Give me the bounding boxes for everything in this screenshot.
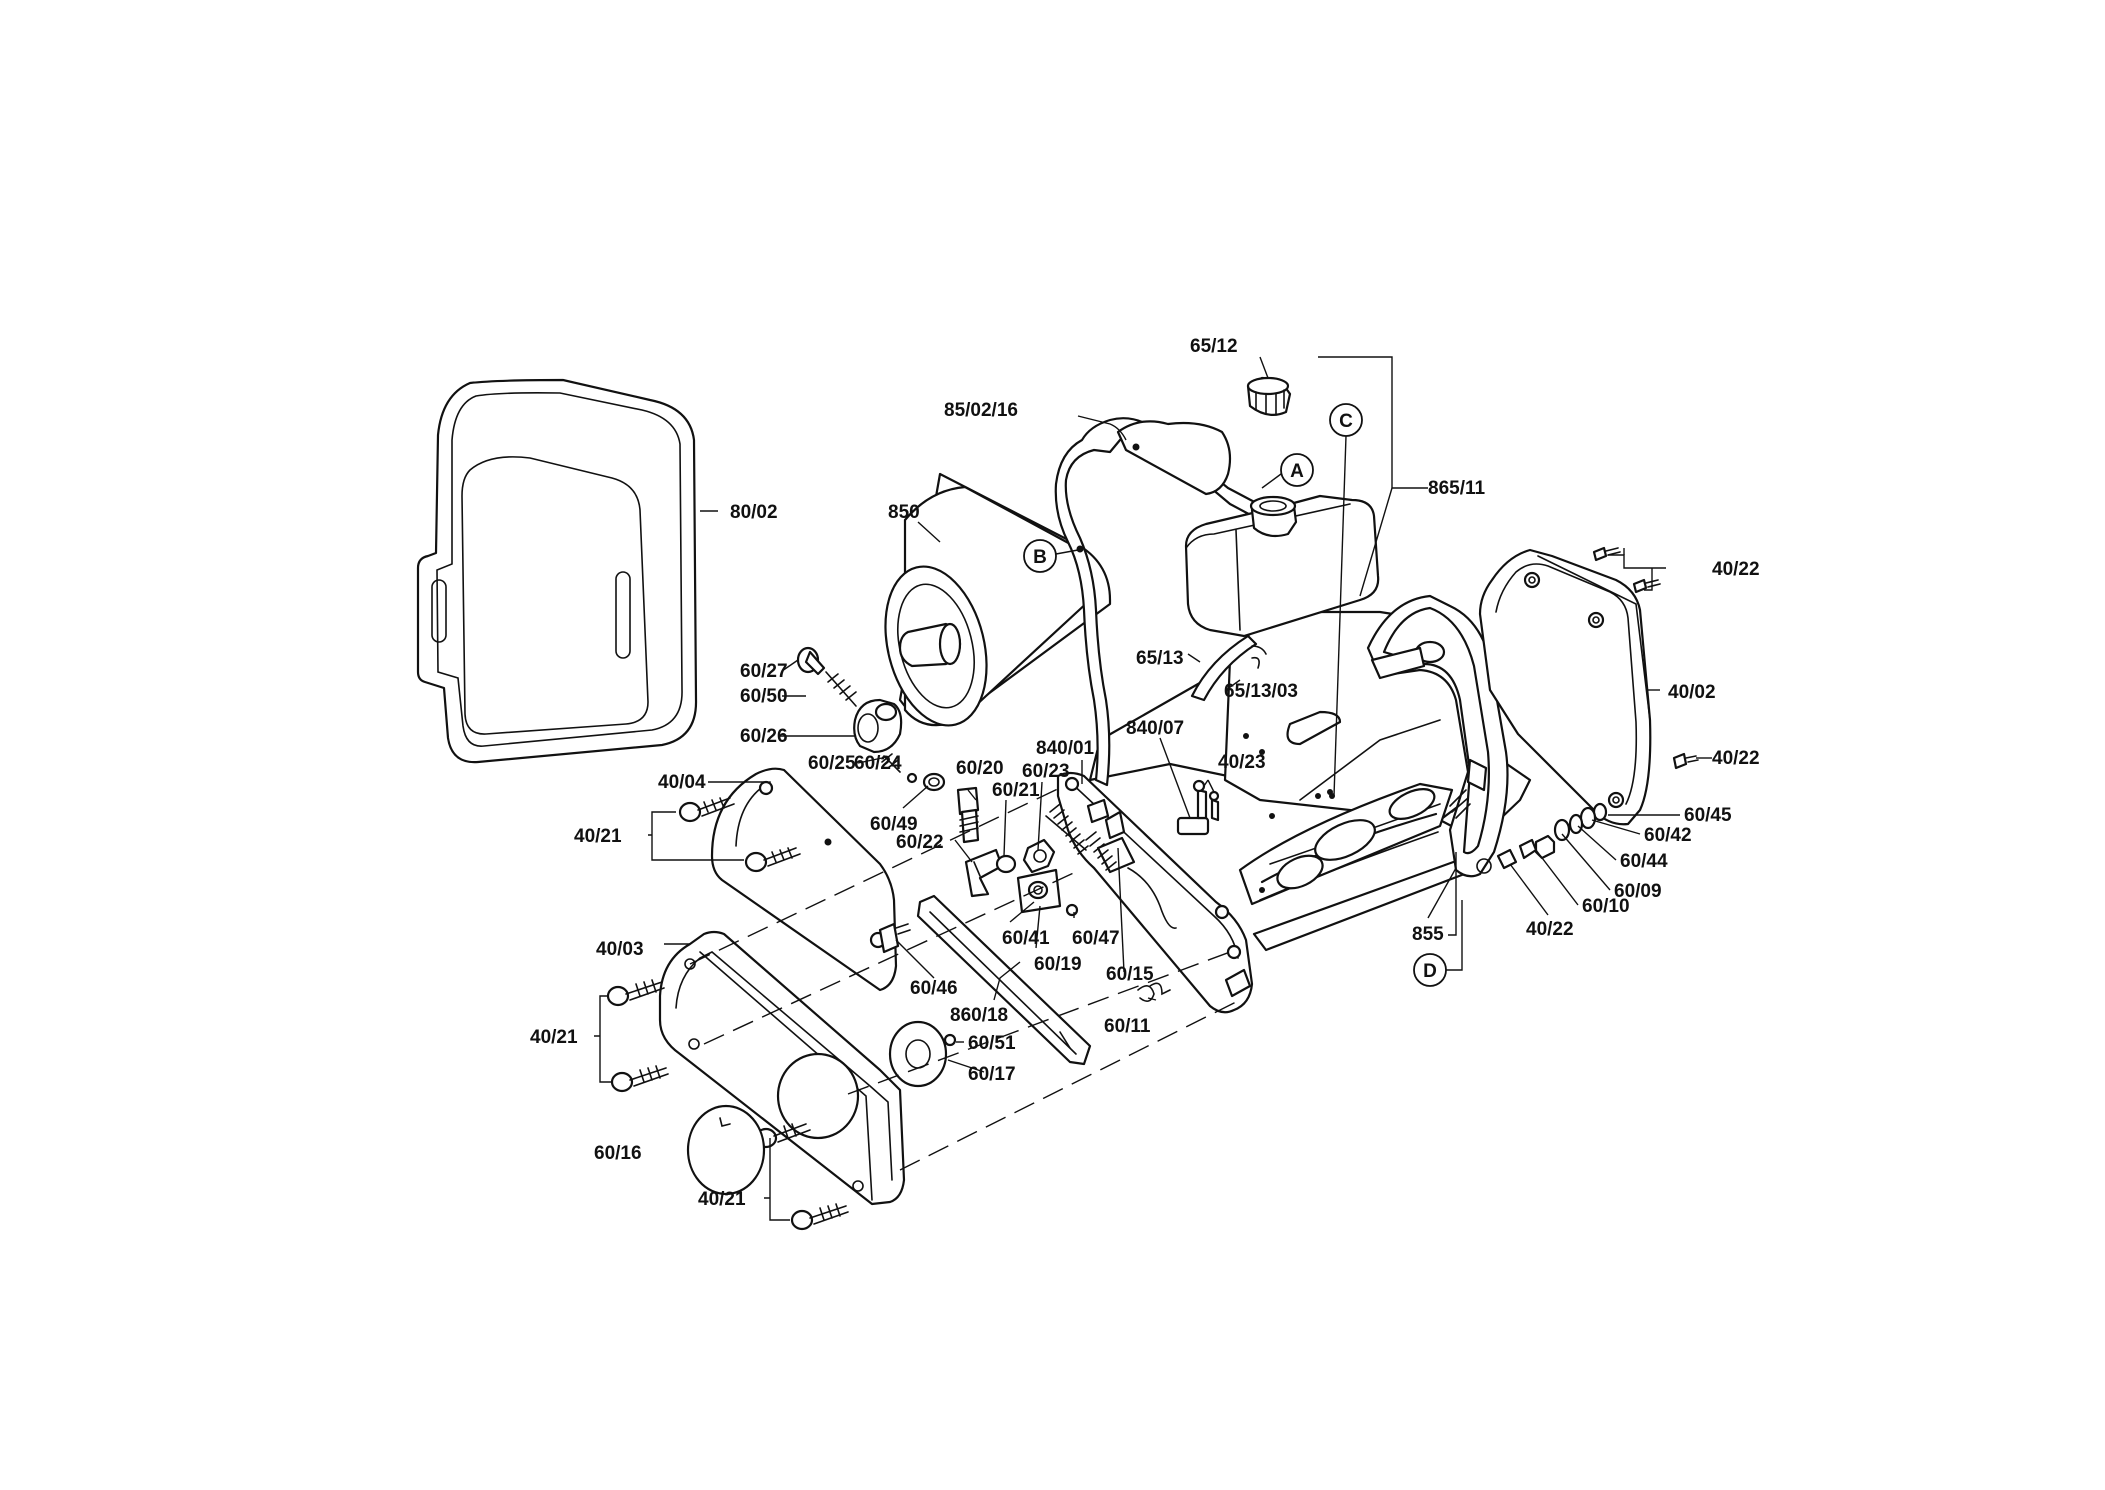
label-60-44: 60/44: [1620, 851, 1668, 872]
disc-60-16: [686, 1104, 766, 1196]
label-850: 850: [888, 502, 920, 523]
bolt-60-20: [956, 786, 980, 844]
label-60-49: 60/49: [870, 814, 918, 835]
label-85-02-16: 85/02/16: [944, 400, 1018, 421]
label-855: 855: [1412, 924, 1444, 945]
label-60-21: 60/21: [992, 780, 1040, 801]
small-washer-60-47: [1065, 903, 1079, 917]
outer-cover-40-03: [658, 930, 906, 1206]
label-60-47: 60/47: [1072, 928, 1120, 949]
leader-lines: [594, 356, 1712, 1221]
label-60-09: 60/09: [1614, 881, 1662, 902]
callout-b: B: [1023, 539, 1079, 573]
frame-assembly: [1054, 376, 1532, 952]
part-labels: 65/12 85/02/16 865/11 80/02 850 40/22 40…: [530, 336, 1760, 1210]
callout-c: C: [1329, 403, 1363, 799]
adjuster-knob-60-26: [853, 698, 903, 754]
label-40-03: 40/03: [596, 939, 644, 960]
screw-60-27: [796, 646, 857, 707]
label-40-22-a: 40/22: [1712, 559, 1760, 580]
inner-cover-40-04: [710, 767, 911, 992]
label-865-11: 865/11: [1428, 478, 1485, 499]
left-side-plate: [1056, 771, 1254, 1014]
label-40-21-c: 40/21: [698, 1189, 746, 1210]
washer-60-17: [888, 1020, 957, 1088]
label-60-11: 60/11: [1104, 1016, 1151, 1037]
screws-40-21-upper: [678, 797, 801, 873]
label-65-13: 65/13: [1136, 648, 1184, 669]
label-40-21-b: 40/21: [530, 1027, 578, 1048]
label-40-02: 40/02: [1668, 682, 1716, 703]
screw-40-22-lower: [1672, 752, 1699, 770]
callout-a: A: [1261, 453, 1314, 489]
label-60-24: 60/24: [854, 753, 902, 774]
label-60-26: 60/26: [740, 726, 788, 747]
svg-text:D: D: [1423, 961, 1437, 982]
grass-box-80-02: [416, 378, 698, 764]
label-60-42: 60/42: [1644, 825, 1692, 846]
label-860-18: 860/18: [950, 1005, 1008, 1026]
small-parts-60-25-60-24: [881, 753, 946, 792]
svg-text:A: A: [1290, 461, 1304, 482]
nuts-60-21-60-23: [995, 838, 1056, 874]
label-80-02: 80/02: [730, 502, 778, 523]
label-65-12: 65/12: [1190, 336, 1238, 357]
label-60-16: 60/16: [594, 1143, 642, 1164]
label-60-10: 60/10: [1582, 896, 1630, 917]
bracket-60-22: [964, 848, 1004, 898]
label-40-04: 40/04: [658, 772, 706, 793]
spring-60-11: [1137, 982, 1171, 1002]
label-60-17: 60/17: [968, 1064, 1016, 1085]
label-60-51: 60/51: [968, 1033, 1016, 1054]
svg-text:B: B: [1033, 547, 1047, 568]
svg-text:C: C: [1339, 411, 1353, 432]
label-60-25: 60/25: [808, 753, 856, 774]
label-840-01: 840/01: [1036, 738, 1095, 759]
label-40-21-a: 40/21: [574, 826, 622, 847]
rail-860-18: [916, 894, 1092, 1066]
screws-40-21-lower: [606, 979, 849, 1231]
callout-d: D: [1413, 900, 1463, 987]
label-65-13-03: 65/13/03: [1224, 681, 1298, 702]
label-840-07: 840/07: [1126, 718, 1184, 739]
label-40-22-b: 40/22: [1712, 748, 1760, 769]
label-60-19: 60/19: [1034, 954, 1082, 975]
label-60-46: 60/46: [910, 978, 958, 999]
label-60-50: 60/50: [740, 686, 788, 707]
label-60-15: 60/15: [1106, 964, 1154, 985]
label-60-20: 60/20: [956, 758, 1004, 779]
label-60-41: 60/41: [1002, 928, 1050, 949]
label-60-27: 60/27: [740, 661, 788, 682]
label-40-23: 40/23: [1218, 752, 1266, 773]
label-60-22: 60/22: [896, 832, 944, 853]
label-60-23: 60/23: [1022, 761, 1070, 782]
springs-840-01: [1045, 803, 1117, 871]
label-40-22-c: 40/22: [1526, 919, 1574, 940]
bracket-60-41: [1016, 868, 1062, 914]
right-cover-40-02: [1478, 548, 1652, 826]
screws-40-22-upper: [1592, 546, 1661, 594]
right-hardware-stack: [1496, 802, 1608, 870]
label-60-45: 60/45: [1684, 805, 1732, 826]
alignment-lines: [689, 785, 1241, 1171]
